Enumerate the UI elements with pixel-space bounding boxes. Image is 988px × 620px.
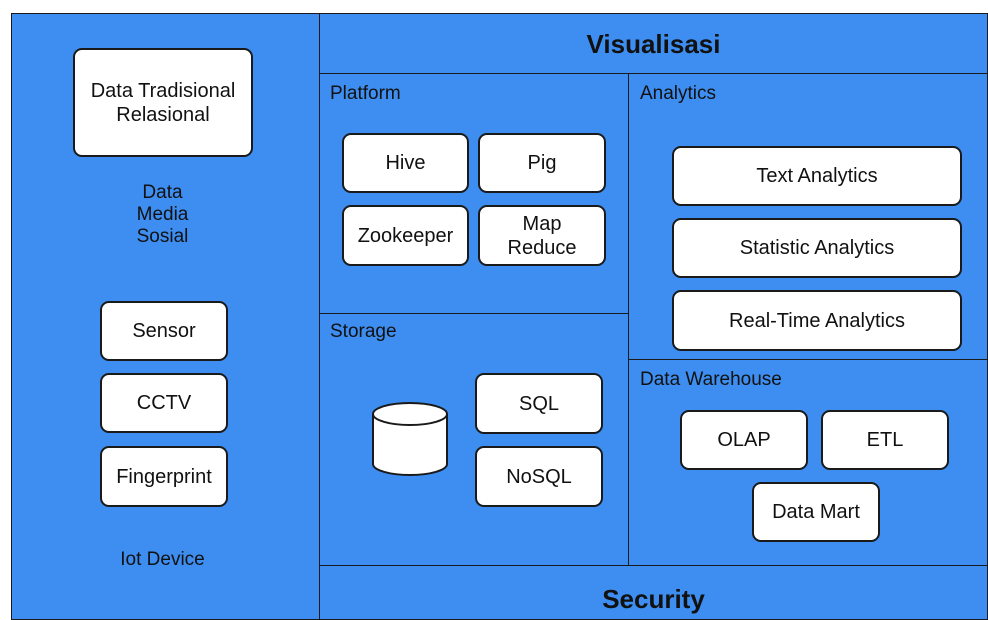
visualization-title: Visualisasi <box>586 29 721 59</box>
cctv-box: CCTV <box>100 373 228 433</box>
etl-box: ETL <box>821 410 949 470</box>
iot-device-label: Iot Device <box>120 549 205 570</box>
storage-title: Storage <box>330 321 397 342</box>
database-icon <box>372 402 448 476</box>
traditional-relational-data-box: Data Tradisional Relasional <box>73 48 253 157</box>
sql-box: SQL <box>475 373 603 434</box>
security-title: Security <box>602 584 705 614</box>
storage-section <box>319 313 629 566</box>
data-mart-box: Data Mart <box>752 482 880 542</box>
visualization-layer <box>319 13 988 74</box>
nosql-box: NoSQL <box>475 446 603 507</box>
analytics-title: Analytics <box>640 83 717 104</box>
text-analytics-box: Text Analytics <box>672 146 962 206</box>
platform-section <box>319 73 629 314</box>
social-media-data-label: Data Media Sosial <box>136 182 189 247</box>
statistic-analytics-box: Statistic Analytics <box>672 218 962 278</box>
zookeeper-box: Zookeeper <box>342 205 469 266</box>
data-warehouse-title: Data Warehouse <box>640 369 782 390</box>
sensor-box: Sensor <box>100 301 228 361</box>
fingerprint-box: Fingerprint <box>100 446 228 507</box>
hive-box: Hive <box>342 133 469 193</box>
olap-box: OLAP <box>680 410 808 470</box>
platform-title: Platform <box>330 83 401 104</box>
realtime-analytics-box: Real-Time Analytics <box>672 290 962 351</box>
pig-box: Pig <box>478 133 606 193</box>
mapreduce-box: Map Reduce <box>478 205 606 266</box>
